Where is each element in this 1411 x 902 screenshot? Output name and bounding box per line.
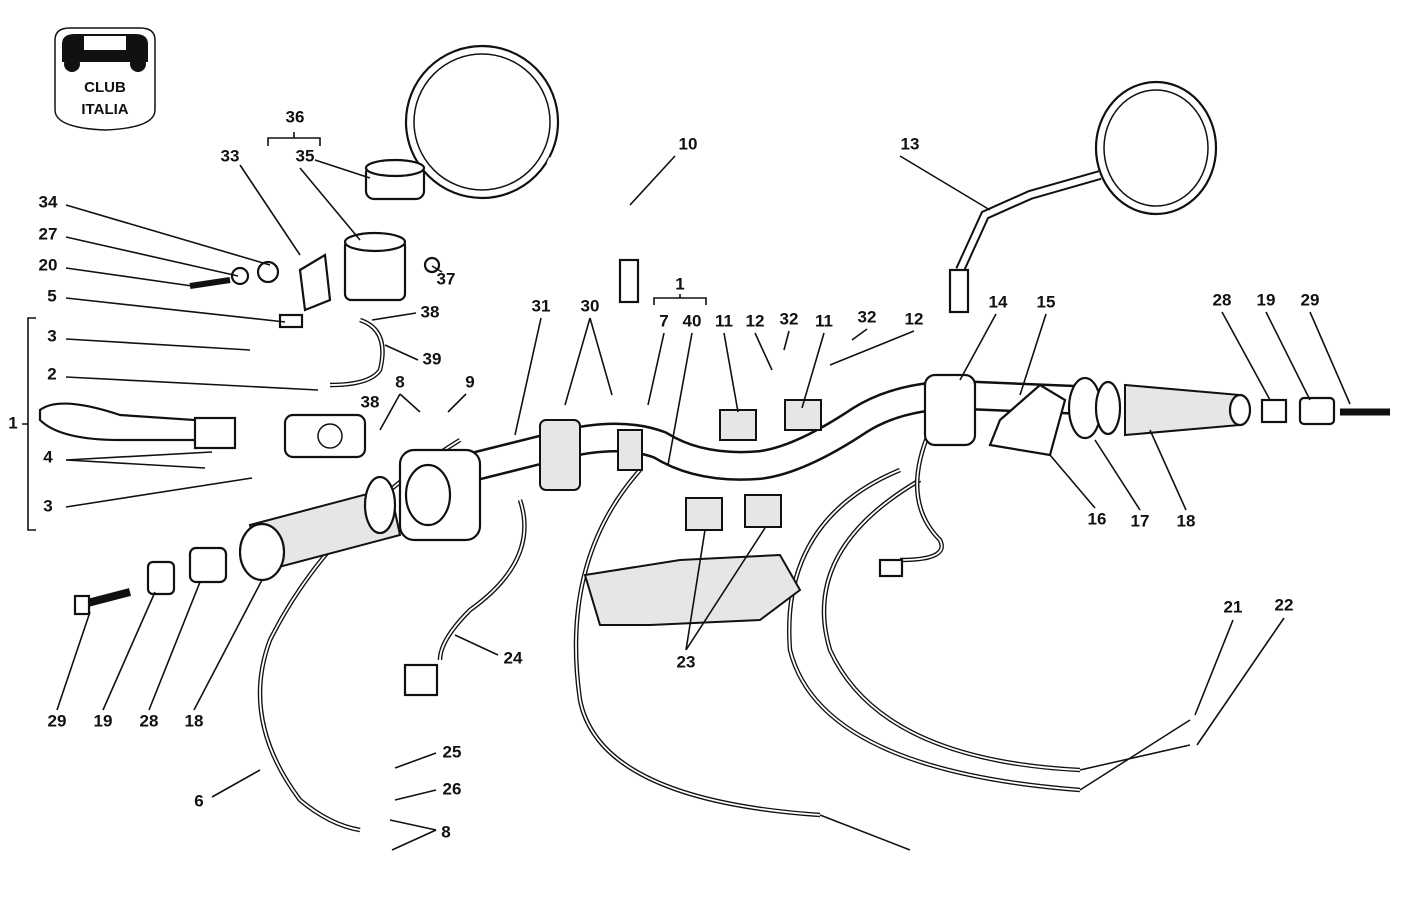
clutch-master-cylinder [38,158,441,459]
callout-label: 28 [140,711,159,730]
callout-label: 23 [677,652,696,671]
callout-label: 11 [715,311,733,330]
top-yoke [583,553,802,626]
club-italia-logo: CLUB ITALIA [54,27,156,131]
callout-label: 32 [780,309,799,328]
callout-label: 33 [221,146,240,165]
callout-label: 37 [437,269,456,288]
callout-label: 17 [1131,511,1150,530]
logo-text-club: CLUB [84,79,126,96]
callout-label: 13 [901,134,920,153]
callout-label: 6 [194,791,203,810]
callout-label: 12 [905,309,924,328]
callout-label: 19 [94,711,113,730]
callout-label: 36 [286,107,305,126]
callout-label: 38 [421,302,440,321]
callout-label: 8 [441,822,450,841]
callout-labels: 36 33 35 34 27 20 5 3 2 1 4 3 37 38 39 3… [8,107,1319,841]
callout-label: 12 [746,311,765,330]
left-switch-and-grip [73,448,482,616]
callout-label: 2 [47,364,56,383]
callout-label: 5 [47,286,56,305]
callout-label: 10 [679,134,698,153]
leader-lines [22,132,1351,851]
callout-label: 3 [47,326,56,345]
callout-label: 27 [39,224,58,243]
callout-label: 14 [989,292,1008,311]
callout-label: 16 [1088,509,1107,528]
callout-label: 35 [296,146,315,165]
callout-label: 11 [815,311,833,330]
callout-label: 18 [185,711,204,730]
callout-label: 24 [504,648,523,667]
callout-label: 1 [8,413,17,432]
callout-label: 25 [443,742,462,761]
callout-label: 3 [43,496,52,515]
callout-label: 7 [659,311,668,330]
callout-label: 40 [683,311,702,330]
cables [257,429,1191,851]
callout-label: 32 [858,307,877,326]
logo-text-italia: ITALIA [81,101,128,118]
callout-label: 18 [1177,511,1196,530]
callout-label: 29 [48,711,67,730]
callout-label: 9 [465,372,474,391]
callout-label: 28 [1213,290,1232,309]
callout-label: 20 [39,255,58,274]
callout-label: 26 [443,779,462,798]
callout-label: 31 [532,296,551,315]
right-mirror [948,80,1218,314]
callout-label: 15 [1037,292,1056,311]
callout-label: 19 [1257,290,1276,309]
callout-label: 22 [1275,595,1294,614]
callout-label: 30 [581,296,600,315]
callout-label: 39 [423,349,442,368]
handlebar [405,379,1095,531]
right-throttle-and-grip [923,373,1390,457]
callout-label: 29 [1301,290,1320,309]
callout-label: 34 [39,192,58,211]
callout-label: 21 [1224,597,1243,616]
left-mirror [404,44,640,304]
callout-label: 1 [675,274,684,293]
callout-label: 4 [43,447,53,466]
callout-label: 8 [395,372,404,391]
callout-label: 38 [361,392,380,411]
